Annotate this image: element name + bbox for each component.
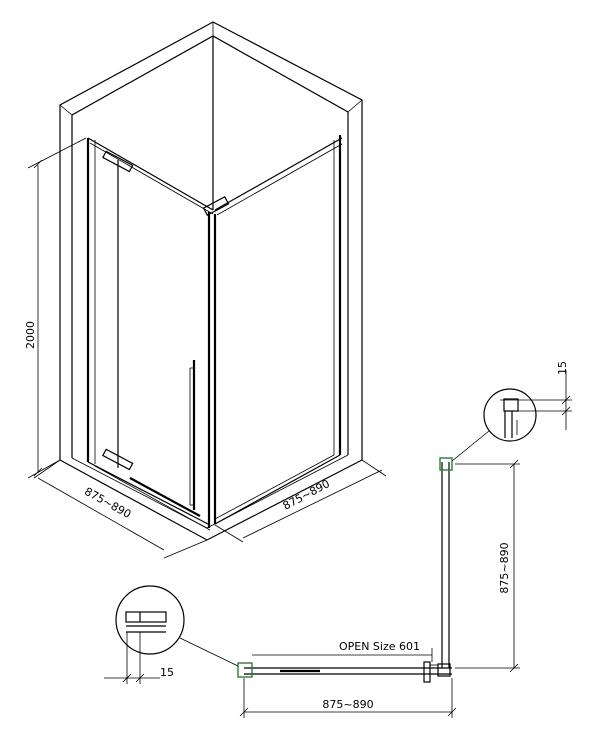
detail-callout-bottom [104,585,239,684]
plan-view [237,457,453,683]
left-width-dimension-label: 875~890 [82,485,133,521]
open-size-dimension-label: OPEN Size 601 [339,640,420,653]
detail-callout-top [451,370,572,462]
left-width-dimension [33,459,208,559]
detail-bottom-dimension-label: 15 [160,666,174,679]
plan-bottom-dimension [239,678,457,718]
right-width-dimension [214,459,387,543]
left-glass-panel [86,137,214,531]
detail-top-dimension-label: 15 [556,361,569,375]
plan-side-dimension-label: 875~890 [498,542,511,593]
plan-side-dimension [455,459,520,673]
open-size-dimension [252,648,433,662]
height-dimension-label: 2000 [24,321,37,349]
plan-bottom-dimension-label: 875~890 [322,698,373,711]
wall-outline [59,21,363,460]
height-dimension [27,137,87,479]
corner-post [202,196,230,528]
right-glass-panel [214,135,343,525]
